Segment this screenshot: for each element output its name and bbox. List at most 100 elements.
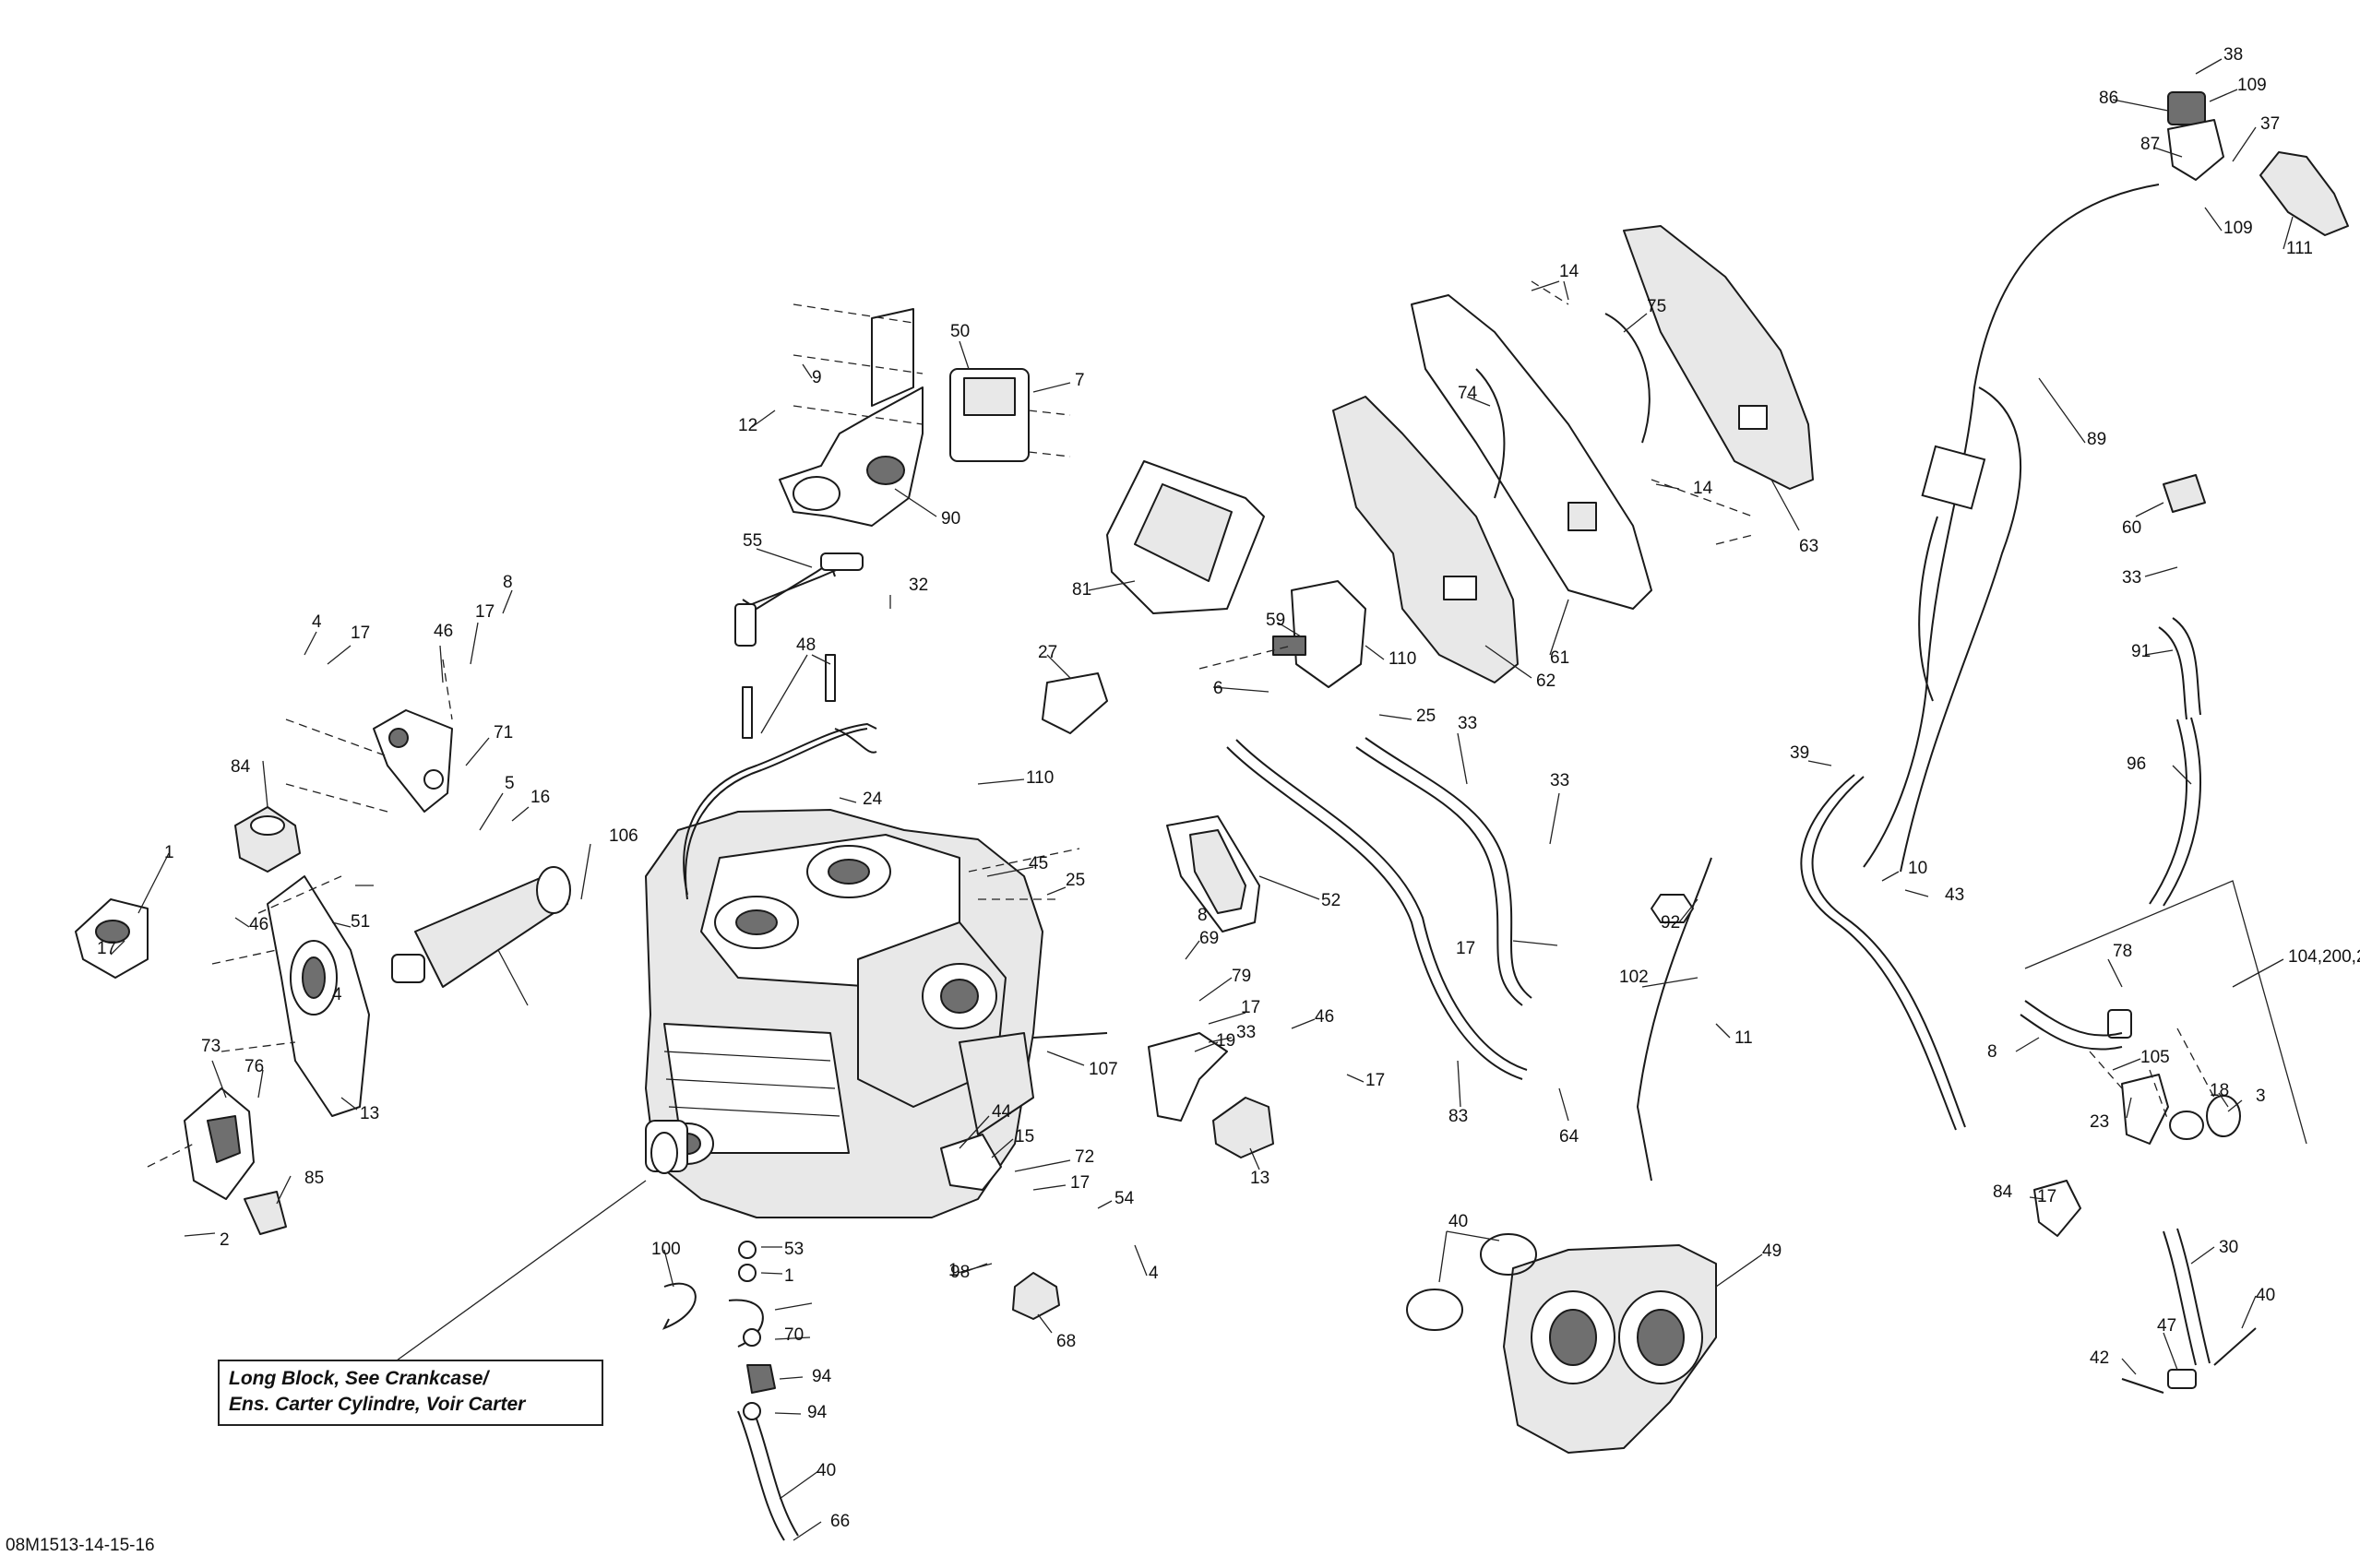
rubber-mount-70 <box>1012 1272 1060 1320</box>
callout-60: 60 <box>2122 518 2141 538</box>
mount-bracket-83 <box>267 875 370 1117</box>
callout-54: 54 <box>1114 1189 1135 1208</box>
gasket-27 <box>1042 672 1108 734</box>
callout-94: 94 <box>812 1367 832 1386</box>
callout-40: 40 <box>1448 1212 1468 1231</box>
callout-16: 16 <box>530 788 550 807</box>
callout-2: 2 <box>220 1230 230 1250</box>
callout-39: 39 <box>1790 743 1809 763</box>
guard-61 <box>1411 294 1652 610</box>
callout-17: 17 <box>1070 1173 1090 1193</box>
callout-76: 76 <box>244 1057 264 1076</box>
note-line-2: Ens. Carter Cylindre, Voir Carter <box>229 1394 526 1415</box>
hose-94-left <box>2121 1378 2164 1394</box>
callout-87: 87 <box>2140 135 2160 154</box>
callout-37: 37 <box>2260 114 2280 134</box>
callout-14: 14 <box>1693 479 1713 498</box>
callout-104-200-201: 104,200,201 <box>2288 947 2360 967</box>
callout-17: 17 <box>1365 1071 1385 1090</box>
guard-63 <box>1623 225 1814 490</box>
callout-40: 40 <box>2256 1286 2275 1305</box>
callout-64: 64 <box>1559 1127 1579 1146</box>
mount-plate-69 <box>75 898 149 979</box>
callout-73: 73 <box>201 1037 221 1056</box>
callout-labels: 3810986873710911114757450791290891463553… <box>97 45 2360 1531</box>
callout-17: 17 <box>97 939 116 958</box>
starter-107 <box>391 866 571 988</box>
callout-17: 17 <box>1241 998 1260 1017</box>
bracket-76 <box>184 1087 255 1200</box>
hose-100 <box>662 1282 697 1330</box>
callout-92: 92 <box>1661 913 1680 932</box>
callout-47: 47 <box>2157 1316 2176 1336</box>
callout-110: 110 <box>1026 768 1054 788</box>
note-line-1: Long Block, See Crankcase/ <box>229 1368 489 1389</box>
callout-46: 46 <box>1315 1007 1334 1027</box>
callout-46: 46 <box>249 915 268 934</box>
callout-46: 46 <box>434 622 453 641</box>
callout-109: 109 <box>2223 219 2253 238</box>
callout-96: 96 <box>2127 754 2146 774</box>
callout-51: 51 <box>351 912 370 932</box>
callout-25: 25 <box>1066 871 1085 890</box>
engine-mount-upper <box>373 709 453 813</box>
callout-12: 12 <box>738 416 757 435</box>
callout-17: 17 <box>351 624 370 643</box>
engine-long-block <box>645 809 1043 1218</box>
callout-91: 91 <box>2131 642 2151 661</box>
callout-33: 33 <box>1550 771 1569 790</box>
guard-62 <box>1332 396 1519 683</box>
callout-4: 4 <box>332 985 342 1004</box>
callout-6: 6 <box>1213 679 1223 698</box>
hose-98 <box>2163 1230 2197 1366</box>
callout-74: 74 <box>1458 384 1478 403</box>
callout-23: 23 <box>2090 1112 2109 1132</box>
callout-17: 17 <box>1456 939 1475 958</box>
housing-86 <box>2167 91 2224 181</box>
strap-74 <box>1475 368 1506 499</box>
hose-92 <box>1355 746 1523 1006</box>
callout-100: 100 <box>651 1240 681 1259</box>
callout-leaders <box>110 58 2294 1541</box>
callout-25: 25 <box>1416 707 1436 726</box>
throttle-body-30 <box>1503 1244 1717 1454</box>
callout-1: 1 <box>164 843 174 862</box>
callout-19: 19 <box>1216 1031 1235 1051</box>
callout-84: 84 <box>1993 1182 2013 1202</box>
callout-8: 8 <box>1198 906 1208 925</box>
pad-85 <box>244 1191 287 1235</box>
callout-110: 110 <box>1389 649 1416 669</box>
callout-33: 33 <box>2122 568 2141 588</box>
bracket-54 <box>2033 1180 2081 1237</box>
hose-99 <box>1800 774 1957 1131</box>
callout-4: 4 <box>312 612 322 632</box>
callout-68: 68 <box>1056 1332 1076 1351</box>
ignition-bracket <box>779 308 1030 527</box>
callout-5: 5 <box>505 774 515 793</box>
hose-91 <box>2158 626 2187 720</box>
callout-33: 33 <box>1458 714 1477 733</box>
clamps-49 <box>1406 1233 1537 1331</box>
callout-84: 84 <box>231 757 251 777</box>
callout-78: 78 <box>2113 942 2132 961</box>
rubber-mount-84-left <box>234 806 301 873</box>
hose-94-right <box>2213 1327 2257 1366</box>
cable-79 <box>1636 857 1712 1182</box>
callout-15: 15 <box>1015 1127 1034 1146</box>
callout-52: 52 <box>1321 891 1341 910</box>
callout-14: 14 <box>1559 262 1579 281</box>
callout-106: 106 <box>609 826 638 846</box>
callout-70: 70 <box>784 1325 804 1345</box>
fittings <box>738 1241 776 1420</box>
callout-105: 105 <box>2140 1048 2170 1067</box>
callout-48: 48 <box>796 636 816 655</box>
mount-73 <box>1148 1032 1228 1122</box>
airbox-81 <box>1106 460 1265 614</box>
callout-109: 109 <box>2237 76 2267 95</box>
callout-94: 94 <box>807 1403 828 1422</box>
callout-63: 63 <box>1799 537 1818 556</box>
callout-83: 83 <box>1448 1107 1468 1126</box>
callout-102: 102 <box>1619 968 1649 987</box>
callout-61: 61 <box>1550 648 1569 668</box>
callout-49: 49 <box>1762 1241 1782 1261</box>
